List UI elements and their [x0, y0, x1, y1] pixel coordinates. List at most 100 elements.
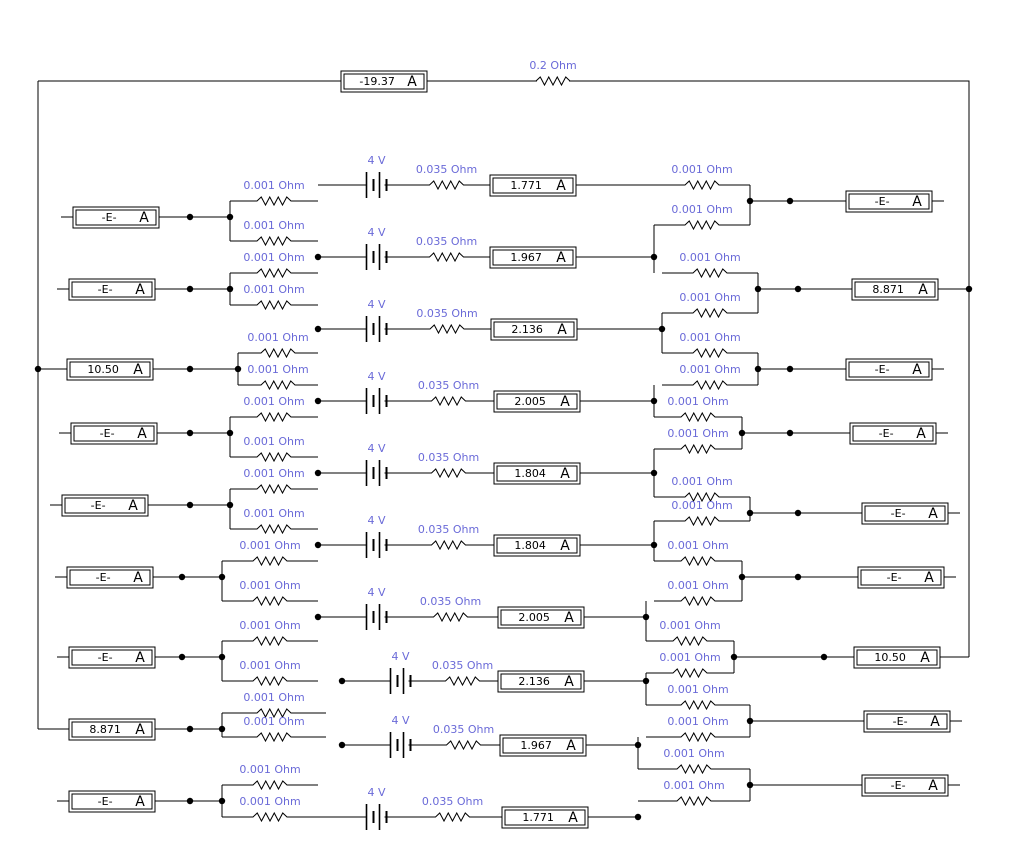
resistor-label: 0.001 Ohm: [663, 779, 724, 792]
junction-dot: [314, 397, 322, 405]
junction-dot: [650, 397, 658, 405]
ammeter-unit: A: [135, 650, 145, 666]
ammeter-inner-frame: [69, 569, 151, 586]
resistor-left-top: [222, 555, 318, 567]
ammeter-value: 2.136: [511, 323, 543, 336]
ammeter-value: 10.50: [874, 651, 906, 664]
resistor-left-top: [238, 347, 318, 359]
ammeter-value: 2.005: [518, 611, 550, 624]
ammeter: -E-A: [68, 646, 156, 669]
junction-dot: [338, 741, 346, 749]
ammeter-inner-frame: [500, 609, 582, 626]
resistor-left-bottom: [222, 731, 326, 743]
ammeter-inner-frame: [492, 249, 574, 266]
ammeter-unit: A: [139, 210, 149, 226]
ammeter-inner-frame: [854, 281, 936, 298]
resistor-label: 0.035 Ohm: [416, 307, 477, 320]
junction-dot: [754, 365, 762, 373]
junction-dot: [186, 213, 194, 221]
junction-dot: [314, 469, 322, 477]
ammeter-inner-frame: [848, 193, 930, 210]
resistor-label: 0.001 Ohm: [247, 331, 308, 344]
junction-dot: [650, 469, 658, 477]
ammeter-unit: A: [912, 362, 922, 378]
ammeter-unit: A: [560, 466, 570, 482]
ammeter: -E-A: [68, 278, 156, 301]
ammeter-inner-frame: [860, 569, 942, 586]
resistor-label: 0.001 Ohm: [243, 179, 304, 192]
junction-dot: [186, 429, 194, 437]
resistor-right-top: [646, 635, 734, 647]
resistor-label: 0.001 Ohm: [667, 579, 728, 592]
resistor-right-bottom: [662, 307, 758, 319]
ammeter-inner-frame: [852, 425, 934, 442]
junction-dot: [226, 285, 234, 293]
resistor-left-bottom: [222, 675, 318, 687]
resistor-label: 0.001 Ohm: [659, 619, 720, 632]
junction-dot: [794, 285, 802, 293]
resistor-right-bottom: [654, 595, 742, 607]
resistor-label: 0.001 Ohm: [671, 203, 732, 216]
junction-dot: [786, 429, 794, 437]
resistor-label: 0.001 Ohm: [239, 763, 300, 776]
ammeter-inner-frame: [71, 649, 153, 666]
junction-dot: [314, 325, 322, 333]
battery-label: 4 V: [367, 154, 385, 167]
ammeter-value: -E-: [893, 715, 908, 728]
resistor-internal: [403, 179, 490, 191]
junction-dot: [186, 365, 194, 373]
resistor-label: 0.001 Ohm: [663, 747, 724, 760]
ammeter-inner-frame: [64, 497, 146, 514]
resistor-label: 0.001 Ohm: [679, 363, 740, 376]
ammeter-unit: A: [560, 538, 570, 554]
ammeter: -E-A: [72, 206, 160, 229]
junction-dot: [658, 325, 666, 333]
ammeter-unit: A: [407, 74, 417, 90]
ammeter-unit: A: [920, 650, 930, 666]
resistor-right-bottom: [654, 443, 742, 455]
resistor-left-bottom: [230, 299, 318, 311]
junction-dot: [226, 501, 234, 509]
ammeter-value: 1.804: [514, 539, 546, 552]
ammeter-unit: A: [912, 194, 922, 210]
ammeter-value: -E-: [891, 779, 906, 792]
resistor-left-top: [222, 635, 318, 647]
ammeter-inner-frame: [71, 793, 153, 810]
resistor-internal: [427, 675, 498, 687]
junction-dot: [634, 813, 642, 821]
junction-dot: [314, 613, 322, 621]
resistor-right-top: [654, 411, 742, 423]
resistor-internal: [403, 811, 502, 823]
resistor-left-top: [230, 483, 318, 495]
resistor-left-bottom: [230, 523, 318, 535]
ammeter-inner-frame: [856, 649, 938, 666]
junction-dot: [218, 573, 226, 581]
junction-dot: [642, 677, 650, 685]
resistor-left-bottom: [238, 379, 318, 391]
resistor-label: 0.035 Ohm: [416, 163, 477, 176]
resistor-right-top: [654, 179, 750, 191]
ammeter-value: 1.967: [510, 251, 542, 264]
ammeter-inner-frame: [848, 361, 930, 378]
ammeter-inner-frame: [864, 777, 946, 794]
ammeter-inner-frame: [343, 73, 425, 90]
ammeter-value: -E-: [98, 283, 113, 296]
junction-dot: [234, 365, 242, 373]
ammeter-value: -E-: [875, 363, 890, 376]
ammeter: -E-A: [849, 422, 937, 445]
ammeter-inner-frame: [496, 537, 578, 554]
battery-label: 4 V: [367, 298, 385, 311]
ammeter-inner-frame: [75, 209, 157, 226]
resistor-label: 0.035 Ohm: [433, 723, 494, 736]
ammeter: -E-A: [861, 502, 949, 525]
junction-dot: [186, 725, 194, 733]
ammeter-inner-frame: [71, 721, 153, 738]
resistor-internal: [427, 739, 500, 751]
junction-dot: [186, 797, 194, 805]
resistor-label: 0.001 Ohm: [243, 715, 304, 728]
ammeter: -E-A: [66, 566, 154, 589]
